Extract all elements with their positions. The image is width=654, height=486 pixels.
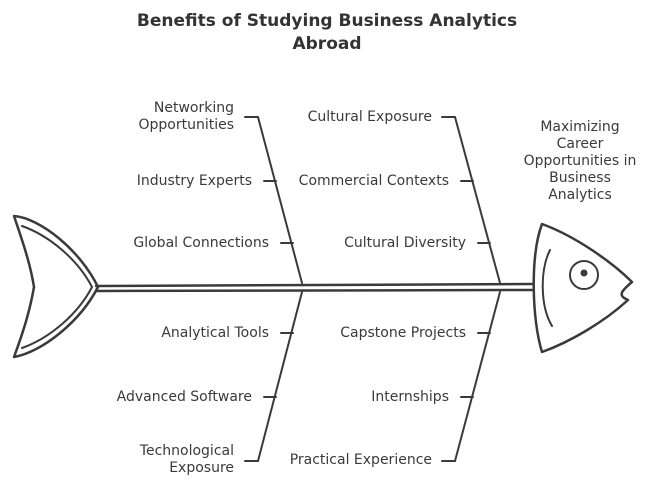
bone-top-right: [454, 116, 501, 284]
fish-spine: [94, 282, 534, 288]
bone-bottom-left: [257, 291, 303, 462]
cause-technological-exposure: Technological Exposure: [139, 443, 234, 476]
title-line-1: Benefits of Studying Business Analytics: [136, 11, 518, 31]
cause-analytical-tools: Analytical Tools: [161, 325, 269, 341]
fish-spine-lower: [94, 288, 534, 293]
bone-bottom-right: [454, 291, 501, 462]
fish-tail-inner: [21, 225, 93, 349]
fish-pupil: [580, 269, 588, 277]
cause-practical-experience: Practical Experience: [289, 452, 432, 468]
fish-tail: [12, 214, 100, 359]
cause-commercial-contexts: Commercial Contexts: [298, 173, 449, 189]
diagram-title: Benefits of Studying Business Analytics …: [107, 10, 547, 56]
cause-internships: Internships: [371, 389, 449, 405]
cause-networking-opportunities: Networking Opportunities: [138, 100, 234, 133]
cause-cultural-exposure: Cultural Exposure: [307, 109, 432, 125]
cause-advanced-software: Advanced Software: [116, 389, 252, 405]
fish-gill: [541, 249, 553, 327]
fish-head: [532, 222, 634, 354]
fish-eye: [569, 260, 599, 290]
effect-label: Maximizing Career Opportunities in Busin…: [523, 119, 637, 203]
bone-top-left: [257, 116, 303, 284]
cause-industry-experts: Industry Experts: [136, 173, 252, 189]
cause-global-connections: Global Connections: [133, 235, 269, 251]
title-line-2: Abroad: [292, 34, 362, 54]
cause-capstone-projects: Capstone Projects: [340, 325, 466, 341]
cause-cultural-diversity: Cultural Diversity: [344, 235, 466, 251]
